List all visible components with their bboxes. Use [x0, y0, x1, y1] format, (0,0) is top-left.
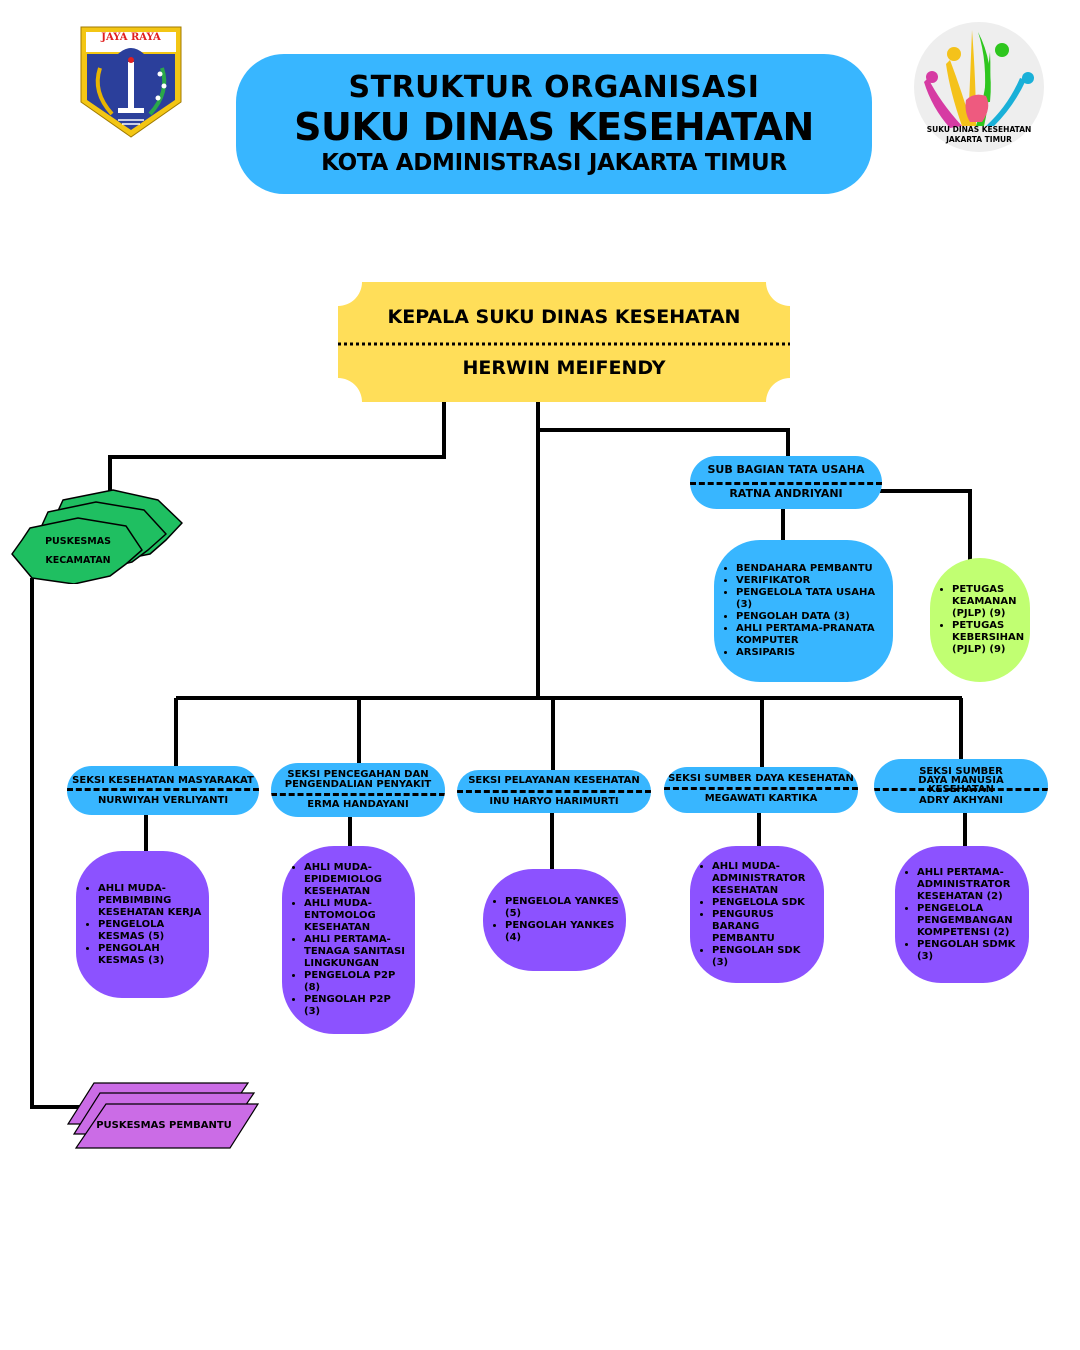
divider — [664, 787, 858, 790]
tata-usaha-title: SUB BAGIAN TATA USAHA — [707, 463, 865, 476]
divider — [874, 788, 1048, 791]
list-item: PENGOLAH SDMK (3) — [917, 939, 1023, 963]
staff-list: AHLI MUDA-PEMBIMBING KESEHATAN KERJA PEN… — [76, 883, 209, 967]
title-line-3: KOTA ADMINISTRASI JAKARTA TIMUR — [321, 150, 787, 176]
list-item: PENGELOLA KESMAS (5) — [98, 919, 203, 943]
list-item: AHLI PERTAMA-ADMINISTRATOR KESEHATAN (2) — [917, 867, 1023, 903]
sudinkes-jaktim-logo-icon: SUKU DINAS KESEHATAN JAKARTA TIMUR — [910, 22, 1048, 152]
section-title: SEKSI SUMBER DAYA KESEHATAN — [668, 773, 854, 784]
list-item: PENGELOLA PENGEMBANGAN KOMPETENSI (2) — [917, 903, 1023, 939]
head-box-shape — [338, 282, 790, 402]
puskesmas-kecamatan-line1: PUSKESMAS — [45, 536, 111, 547]
section-head-name: ERMA HANDAYANI — [307, 799, 409, 810]
staff-list: AHLI MUDA-ADMINISTRATOR KESEHATAN PENGEL… — [690, 861, 824, 969]
list-item: PENGOLAH SDK (3) — [712, 945, 818, 969]
staff-box-p2p: AHLI MUDA-EPIDEMIOLOG KESEHATAN AHLI MUD… — [282, 846, 415, 1034]
puskesmas-kecamatan-node[interactable]: PUSKESMAS KECAMATAN — [8, 488, 186, 585]
tata-usaha-staff-list: BENDAHARA PEMBANTU VERIFIKATOR PENGELOLA… — [714, 563, 893, 659]
title-banner: STRUKTUR ORGANISASI SUKU DINAS KESEHATAN… — [236, 54, 872, 194]
list-item: BENDAHARA PEMBANTU — [736, 563, 887, 575]
logo-motto: JAYA RAYA — [101, 32, 161, 43]
connector-kecamatan-to-pembantu — [30, 578, 90, 1109]
staff-list: AHLI MUDA-EPIDEMIOLOG KESEHATAN AHLI MUD… — [282, 862, 415, 1018]
list-item: AHLI MUDA-PEMBIMBING KESEHATAN KERJA — [98, 883, 203, 919]
tata-usaha-pill[interactable]: SUB BAGIAN TATA USAHA RATNA ANDRIYANI — [690, 456, 882, 509]
connector-tu-to-pjlp — [880, 489, 972, 560]
list-item: PENGELOLA P2P (8) — [304, 970, 409, 994]
section-head-name: ADRY AKHYANI — [919, 795, 1003, 806]
divider — [457, 790, 651, 793]
puskesmas-kecamatan-shape — [11, 489, 183, 585]
staff-box-kesmas: AHLI MUDA-PEMBIMBING KESEHATAN KERJA PEN… — [76, 851, 209, 998]
section-title: SEKSI PELAYANAN KESEHATAN — [468, 775, 640, 786]
divider — [67, 788, 259, 791]
section-title: SEKSI PENCEGAHAN DAN PENGENDALIAN PENYAK… — [284, 769, 432, 790]
list-item: AHLI PERTAMA-PRANATA KOMPUTER — [736, 623, 887, 647]
section-pill-yankes[interactable]: SEKSI PELAYANAN KESEHATAN INU HARYO HARI… — [457, 770, 651, 813]
staff-box-sdk: AHLI MUDA-ADMINISTRATOR KESEHATAN PENGEL… — [690, 846, 824, 983]
list-item: AHLI PERTAMA-TENAGA SANITASI LINGKUNGAN — [304, 934, 409, 970]
title-line-2: SUKU DINAS KESEHATAN — [294, 105, 814, 149]
list-item: PENGURUS BARANG PEMBANTU — [712, 909, 818, 945]
staff-list: PENGELOLA YANKES (5) PENGOLAH YANKES (4) — [483, 896, 626, 944]
logo-caption-1: SUKU DINAS KESEHATAN — [926, 125, 1032, 134]
section-head-name: NURWIYAH VERLIYANTI — [97, 795, 229, 806]
list-item: PENGOLAH P2P (3) — [304, 994, 409, 1018]
jakarta-coat-of-arms-icon: JAYA RAYA — [78, 24, 184, 140]
list-item: PENGELOLA YANKES (5) — [505, 896, 620, 920]
section-title: SEKSI KESEHATAN MASYARAKAT — [72, 775, 254, 786]
puskesmas-pembantu-shape — [66, 1082, 260, 1149]
list-item: AHLI MUDA-ENTOMOLOG KESEHATAN — [304, 898, 409, 934]
staff-list: AHLI PERTAMA-ADMINISTRATOR KESEHATAN (2)… — [895, 867, 1029, 963]
list-item: PENGELOLA TATA USAHA (3) — [736, 587, 887, 611]
title-line-1: STRUKTUR ORGANISASI — [348, 70, 760, 105]
list-item: PETUGAS KEAMANAN (PJLP) (9) — [952, 584, 1026, 620]
list-item: VERIFIKATOR — [736, 575, 887, 587]
tata-usaha-staff-box: BENDAHARA PEMBANTU VERIFIKATOR PENGELOLA… — [714, 540, 893, 682]
head-name: HERWIN MEIFENDY — [462, 357, 666, 379]
list-item: PENGOLAH KESMAS (3) — [98, 943, 203, 967]
connector-head-to-puskesmas — [108, 402, 446, 500]
section-pill-sdk[interactable]: SEKSI SUMBER DAYA KESEHATAN MEGAWATI KAR… — [664, 767, 858, 813]
pjlp-box: PETUGAS KEAMANAN (PJLP) (9) PETUGAS KEBE… — [930, 558, 1030, 682]
puskesmas-kecamatan-line2: KECAMATAN — [45, 555, 111, 566]
list-item: AHLI MUDA-EPIDEMIOLOG KESEHATAN — [304, 862, 409, 898]
divider — [271, 793, 445, 796]
list-item: PENGELOLA SDK — [712, 897, 818, 909]
logo-caption-2: JAKARTA TIMUR — [946, 135, 1012, 144]
puskesmas-pembantu-label: PUSKESMAS PEMBANTU — [96, 1120, 232, 1131]
section-pill-sdmk[interactable]: SEKSI SUMBER DAYA MANUSIA KESEHATAN ADRY… — [874, 759, 1048, 813]
pjlp-list: PETUGAS KEAMANAN (PJLP) (9) PETUGAS KEBE… — [930, 584, 1030, 656]
list-item: ARSIPARIS — [736, 647, 887, 659]
section-head-name: INU HARYO HARIMURTI — [489, 796, 619, 807]
section-pill-p2p[interactable]: SEKSI PENCEGAHAN DAN PENGENDALIAN PENYAK… — [271, 763, 445, 817]
list-item: AHLI MUDA-ADMINISTRATOR KESEHATAN — [712, 861, 818, 897]
list-item: PENGOLAH DATA (3) — [736, 611, 887, 623]
puskesmas-pembantu-node[interactable]: PUSKESMAS PEMBANTU — [64, 1080, 260, 1152]
head-title: KEPALA SUKU DINAS KESEHATAN — [387, 306, 741, 328]
head-box[interactable] — [338, 282, 790, 402]
list-item: PENGOLAH YANKES (4) — [505, 920, 620, 944]
section-pill-kesmas[interactable]: SEKSI KESEHATAN MASYARAKAT NURWIYAH VERL… — [67, 766, 259, 815]
staff-box-yankes: PENGELOLA YANKES (5) PENGOLAH YANKES (4) — [483, 869, 626, 971]
section-head-name: MEGAWATI KARTIKA — [704, 793, 818, 804]
tata-usaha-name: RATNA ANDRIYANI — [729, 487, 843, 500]
divider — [690, 482, 882, 485]
list-item: PETUGAS KEBERSIHAN (PJLP) (9) — [952, 620, 1026, 656]
staff-box-sdmk: AHLI PERTAMA-ADMINISTRATOR KESEHATAN (2)… — [895, 846, 1029, 983]
connector-head-to-tata-usaha — [538, 428, 790, 458]
